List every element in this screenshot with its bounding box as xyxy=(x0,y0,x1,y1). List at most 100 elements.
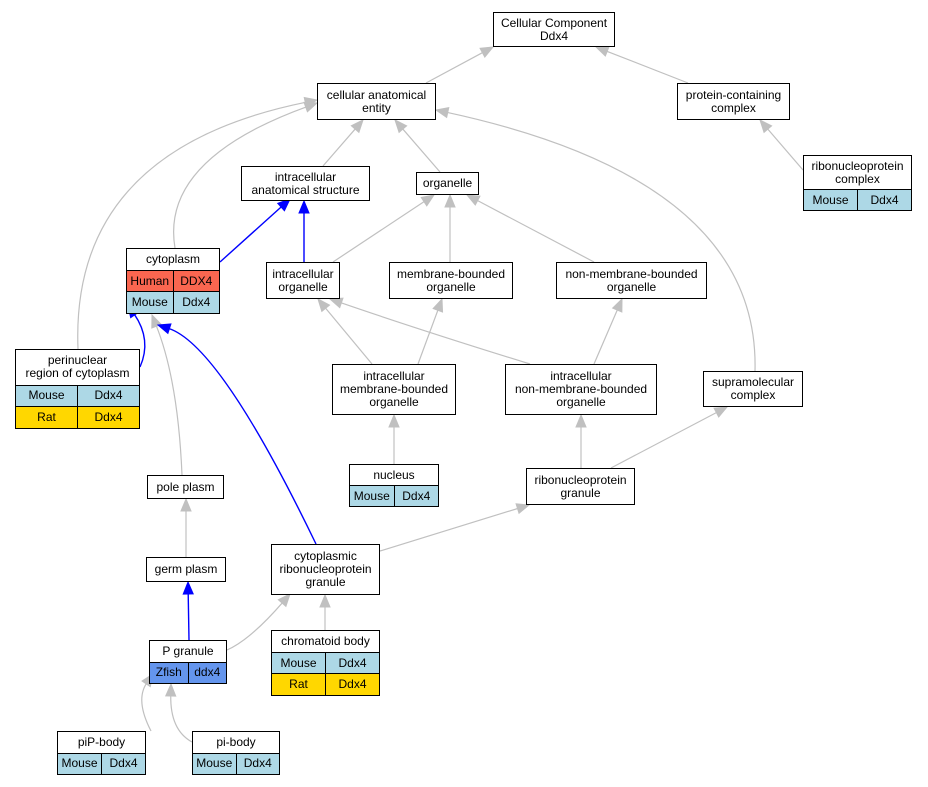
species-cell: Mouse xyxy=(28,388,65,403)
term-node-org[interactable]: organelle xyxy=(416,172,479,195)
gene-symbol-cell: Ddx4 xyxy=(325,652,379,674)
species-cell: Mouse xyxy=(196,756,233,771)
gene-symbol-cell: Ddx4 xyxy=(857,190,911,210)
species-cell: Zfish xyxy=(155,665,182,680)
term-label: chromatoid body xyxy=(272,631,379,653)
term-label-line: region of cytoplasm xyxy=(25,366,130,381)
term-label-line: organelle xyxy=(606,279,657,294)
edge-rnpc-pcc xyxy=(759,119,804,171)
edge-cae-cc xyxy=(425,46,495,84)
gene-symbol-cell: Ddx4 xyxy=(77,407,139,429)
term-label: P granule xyxy=(150,641,226,663)
term-label: germ plasm xyxy=(147,558,225,581)
term-node-gp[interactable]: germ plasm xyxy=(146,557,226,582)
term-label: pole plasm xyxy=(148,476,223,498)
term-label-line: membrane-bounded xyxy=(339,382,449,396)
gene-symbol-cell: Ddx4 xyxy=(235,753,280,774)
term-label-line: anatomical structure xyxy=(251,182,360,197)
edge-mbo-org xyxy=(444,193,456,262)
edge-pcc-cc xyxy=(594,46,689,84)
species-cell: Mouse xyxy=(812,192,849,207)
term-label-line: ribonucleoprotein xyxy=(279,562,372,576)
term-label-line: nucleus xyxy=(373,467,415,482)
term-label-line: piP-body xyxy=(77,734,126,749)
term-label-line: organelle xyxy=(426,279,476,294)
term-label-line: complex xyxy=(835,171,880,186)
term-label: organelle xyxy=(417,173,478,194)
term-label-line: cytoplasm xyxy=(145,251,201,266)
edge-nmbo-org xyxy=(465,194,595,263)
ortholog-row: Mouse Ddx4 xyxy=(272,652,379,675)
term-label-line: perinuclear xyxy=(47,353,108,368)
term-label-line: organelle xyxy=(369,395,419,409)
gene-symbol-cell: Ddx4 xyxy=(77,385,139,407)
ortholog-row: Mouse Ddx4 xyxy=(804,190,911,210)
edge-cb-crg xyxy=(319,593,331,630)
term-label-line: non-membrane-bounded xyxy=(565,266,698,281)
term-label-line: ribonucleoprotein xyxy=(811,158,904,173)
term-label-line: complex xyxy=(711,100,756,115)
term-label-line: non-membrane-bounded xyxy=(514,382,648,396)
term-label-line: organelle xyxy=(278,279,328,294)
term-label-line: chromatoid body xyxy=(281,633,370,648)
gene-symbol-cell: Ddx4 xyxy=(172,292,220,314)
term-label-line: entity xyxy=(362,100,391,115)
term-label: cytoplasm xyxy=(127,249,219,271)
term-label-line: germ plasm xyxy=(154,562,218,576)
term-label-line: Cellular Component xyxy=(500,15,608,30)
edge-crg-cyto xyxy=(156,323,317,545)
edge-cyto-ias xyxy=(219,198,291,263)
edge-gp-pp xyxy=(180,497,192,557)
edge-inmbo-nmbo xyxy=(593,297,623,365)
edge-pp-cyto xyxy=(151,313,183,476)
term-label-line: intracellular xyxy=(550,369,612,383)
species-cell: Mouse xyxy=(280,655,317,670)
term-label: nucleus xyxy=(350,465,438,487)
edge-rnpg-smc xyxy=(610,406,729,469)
term-node-pp[interactable]: pole plasm xyxy=(147,475,224,499)
term-label-line: protein-containing xyxy=(685,87,782,102)
term-label-line: pi-body xyxy=(216,734,256,749)
term-label: pi-body xyxy=(193,732,279,754)
edge-imbo-io xyxy=(317,298,373,365)
edge-org-cae xyxy=(394,119,441,173)
term-label-line: intracellular xyxy=(363,369,425,383)
edge-rnpg-inmbo xyxy=(575,413,587,468)
term-label-line: complex xyxy=(730,388,776,402)
